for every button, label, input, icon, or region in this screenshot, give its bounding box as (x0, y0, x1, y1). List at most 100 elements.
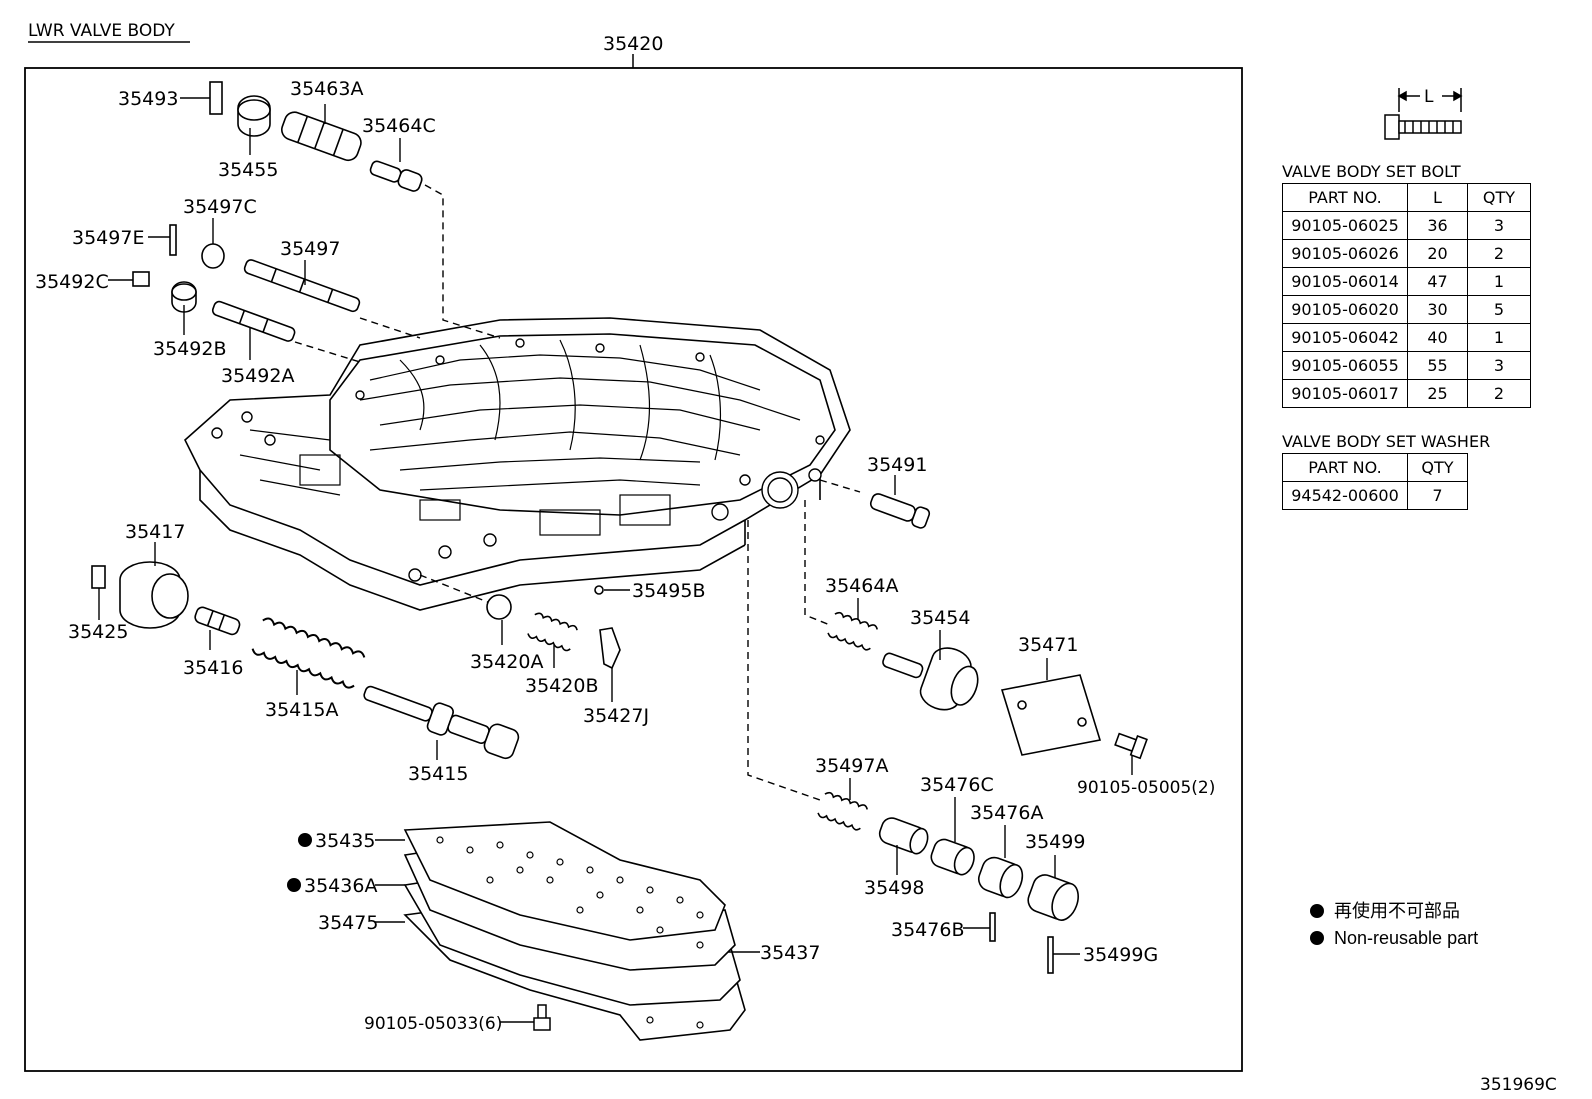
callout-35495B: 35495B (632, 580, 705, 602)
part-shapes-upper (132, 81, 423, 342)
table-cell: 90105-06014 (1282, 267, 1408, 296)
callout-35492C: 35492C (35, 271, 109, 293)
non-reusable-markers (287, 833, 312, 892)
washer-col-part-no: PART NO. (1282, 453, 1408, 482)
bolt-length-label: L (1424, 87, 1434, 107)
callout-35476C: 35476C (920, 774, 994, 796)
legend-text-jp: 再使用不可部品 (1334, 901, 1460, 921)
valve-body (184, 317, 851, 611)
table-cell: 20 (1407, 239, 1468, 268)
table-cell: 40 (1407, 323, 1468, 352)
washer-table-caption: VALVE BODY SET WASHER (1282, 432, 1491, 451)
callout-35497: 35497 (280, 238, 340, 260)
legend: 再使用不可部品 Non-reusable part (1310, 898, 1478, 952)
table-cell: 90105-06026 (1282, 239, 1408, 268)
callout-35435: 35435 (315, 830, 375, 852)
part-shapes-right (817, 493, 1148, 974)
callout-35497C: 35497C (183, 196, 257, 218)
table-cell: 90105-06042 (1282, 323, 1408, 352)
legend-item-jp: 再使用不可部品 (1310, 898, 1478, 925)
table-cell: 1 (1467, 267, 1531, 296)
bolt-dimension-icon (1384, 88, 1463, 140)
callout-35471: 35471 (1018, 634, 1078, 656)
callout-35427J: 35427J (583, 705, 649, 727)
callout-35499: 35499 (1025, 831, 1085, 853)
callout-35497E: 35497E (72, 227, 144, 249)
bolt-col-qty: QTY (1467, 183, 1531, 212)
figure-number: 351969C (1480, 1075, 1557, 1095)
table-cell: 3 (1467, 211, 1531, 240)
callout-35463A: 35463A (290, 78, 363, 100)
washer-col-qty: QTY (1407, 453, 1468, 482)
callout-35492B: 35492B (153, 338, 226, 360)
part-shapes-lower (91, 561, 621, 760)
table-cell: 90105-06025 (1282, 211, 1408, 240)
callout-35436A: 35436A (304, 875, 377, 897)
callout-35417: 35417 (125, 521, 185, 543)
table-cell: 7 (1407, 481, 1468, 510)
callout-35455: 35455 (218, 159, 278, 181)
table-cell: 25 (1407, 379, 1468, 408)
callout-35415: 35415 (408, 763, 468, 785)
separator-plates (403, 821, 746, 1041)
callout-35415A: 35415A (265, 699, 338, 721)
legend-text-en: Non-reusable part (1334, 928, 1479, 948)
callout-90105-05033: 90105-05033(6) (364, 1014, 502, 1034)
table-cell: 94542-00600 (1282, 481, 1408, 510)
callout-35475: 35475 (318, 912, 378, 934)
guide-lines (294, 184, 861, 801)
callout-35454: 35454 (910, 607, 970, 629)
callout-35425: 35425 (68, 621, 128, 643)
callout-35493: 35493 (118, 88, 178, 110)
bullet-icon (1310, 904, 1324, 918)
table-cell: 36 (1407, 211, 1468, 240)
bullet-icon (1310, 931, 1324, 945)
table-cell: 90105-06055 (1282, 351, 1408, 380)
callout-35416: 35416 (183, 657, 243, 679)
table-cell: 90105-06017 (1282, 379, 1408, 408)
callout-90105-05005: 90105-05005(2) (1077, 778, 1215, 798)
callout-35420A: 35420A (470, 651, 543, 673)
table-cell: 5 (1467, 295, 1531, 324)
callout-35476B: 35476B (891, 919, 964, 941)
callout-35464C: 35464C (362, 115, 436, 137)
bolt-table-header: PART NO. L QTY (1282, 183, 1531, 212)
assembly-number: 35420 (603, 33, 663, 55)
callout-35498: 35498 (864, 877, 924, 899)
leader-lines (98, 97, 1133, 1023)
table-cell: 55 (1407, 351, 1468, 380)
callout-35464A: 35464A (825, 575, 898, 597)
table-cell: 1 (1467, 323, 1531, 352)
callout-35491: 35491 (867, 454, 927, 476)
table-cell: 2 (1467, 379, 1531, 408)
assembly-frame (24, 67, 1243, 1072)
bolt-col-part-no: PART NO. (1282, 183, 1408, 212)
callout-35437: 35437 (760, 942, 820, 964)
callout-labels: 35493 35463A 35464C 35455 35497C 35497E … (35, 78, 1215, 1034)
callout-35492A: 35492A (221, 365, 294, 387)
callout-35499G: 35499G (1083, 944, 1158, 966)
bolt-col-length: L (1407, 183, 1468, 212)
diagram-title: LWR VALVE BODY (28, 21, 175, 41)
callout-35476A: 35476A (970, 802, 1043, 824)
table-cell: 90105-06020 (1282, 295, 1408, 324)
washer-table-header: PART NO. QTY (1282, 453, 1468, 482)
legend-item-en: Non-reusable part (1310, 925, 1478, 952)
table-cell: 30 (1407, 295, 1468, 324)
table-cell: 2 (1467, 239, 1531, 268)
bolt-90105-05033 (533, 1004, 551, 1031)
table-cell: 47 (1407, 267, 1468, 296)
callout-35420B: 35420B (525, 675, 598, 697)
callout-35497A: 35497A (815, 755, 888, 777)
